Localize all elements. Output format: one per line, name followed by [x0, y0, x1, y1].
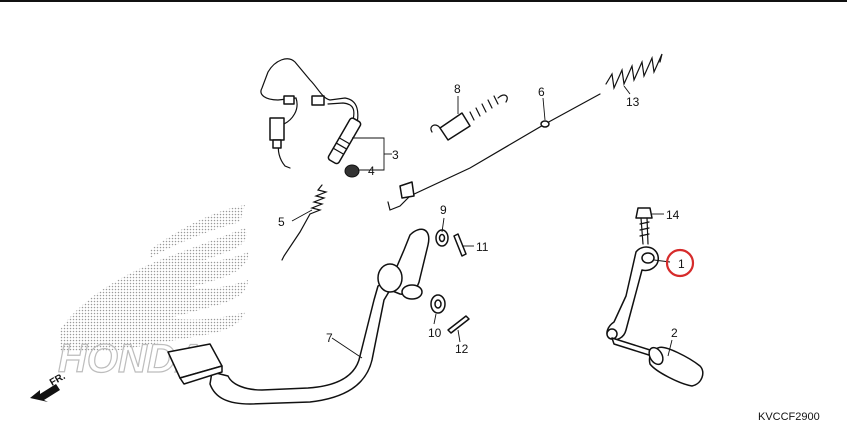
callout-11: 11 — [476, 240, 489, 254]
callout-6: 6 — [538, 85, 545, 99]
callout-1: 1 — [678, 257, 685, 271]
part-7-brake-pedal — [167, 228, 430, 405]
part-8-spring — [430, 94, 508, 141]
callout-8: 8 — [454, 82, 461, 96]
callout-9: 9 — [440, 203, 447, 217]
front-direction-indicator: FR. — [30, 371, 68, 402]
part-14-bolt — [635, 207, 653, 245]
front-arrow-icon — [30, 384, 60, 402]
callout-7: 7 — [326, 331, 333, 345]
brake-switch-harness — [260, 58, 362, 178]
callout-5: 5 — [278, 215, 285, 229]
callout-1-highlight-ring — [665, 248, 695, 278]
part-13-spring — [605, 53, 663, 91]
part-2-shift-rubber — [648, 346, 704, 387]
part-1-shift-arm — [606, 246, 659, 357]
diagram-code: KVCCF2900 — [758, 411, 820, 423]
callout-3: 3 — [392, 148, 399, 162]
honda-wing-watermark: HONDA — [57, 205, 249, 382]
part-11-cotter-pin — [453, 233, 467, 257]
callout-12: 12 — [455, 342, 469, 356]
part-6-brake-rod — [387, 93, 601, 211]
callout-2: 2 — [671, 326, 678, 340]
part-12-cotter-pin — [447, 315, 470, 334]
callout-10: 10 — [428, 326, 442, 340]
callout-13: 13 — [626, 95, 640, 109]
part-5-spring — [281, 184, 328, 261]
callout-14: 14 — [666, 208, 680, 222]
leader-lines — [291, 85, 673, 359]
callout-4: 4 — [368, 164, 375, 178]
